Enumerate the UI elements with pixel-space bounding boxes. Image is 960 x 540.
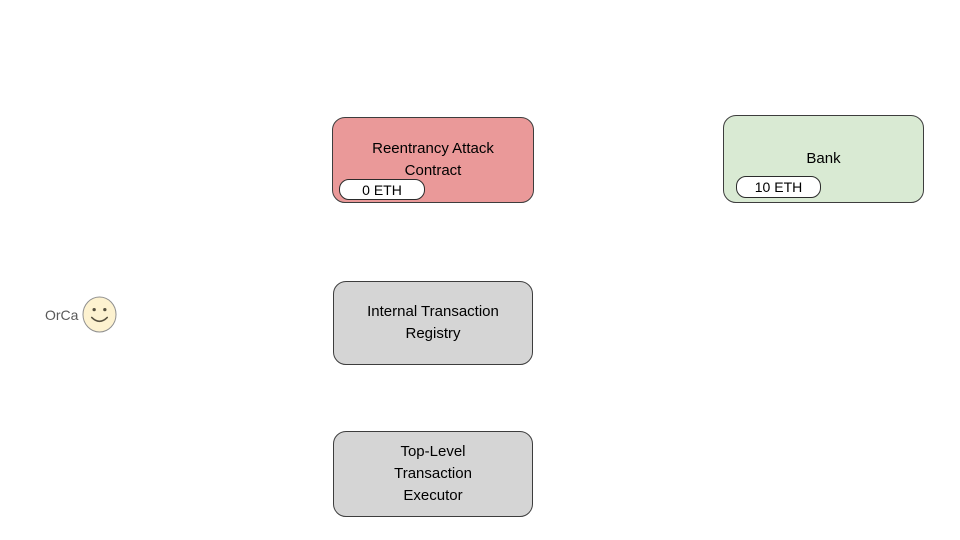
node-top-level-transaction-executor: Top-Level Transaction Executor bbox=[333, 431, 533, 517]
smiley-face-icon bbox=[82, 296, 117, 333]
node-bank: Bank 10 ETH bbox=[723, 115, 924, 203]
node-reentrancy-attack-contract: Reentrancy Attack Contract 0 ETH bbox=[332, 117, 534, 203]
eth-balance-badge: 0 ETH bbox=[339, 179, 425, 200]
eth-balance-badge: 10 ETH bbox=[736, 176, 821, 198]
actor-orca: OrCa bbox=[45, 296, 117, 333]
node-label: Reentrancy Attack Contract bbox=[372, 140, 494, 179]
node-label: Internal Transaction Registry bbox=[367, 303, 499, 342]
node-label: Top-Level Transaction Executor bbox=[394, 443, 472, 504]
node-label: Bank bbox=[806, 150, 841, 167]
eth-balance-value: 0 ETH bbox=[362, 181, 402, 198]
eth-balance-value: 10 ETH bbox=[754, 179, 803, 195]
actor-label: OrCa bbox=[45, 306, 79, 323]
node-internal-transaction-registry: Internal Transaction Registry bbox=[333, 281, 533, 365]
